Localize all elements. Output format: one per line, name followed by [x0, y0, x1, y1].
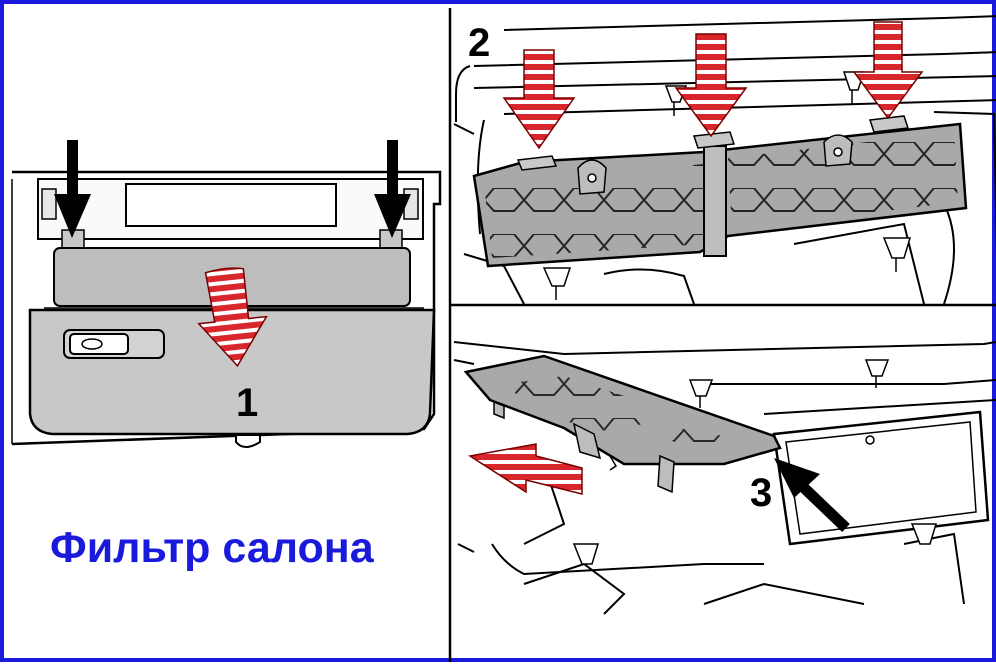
step-number-3: 3 [750, 471, 772, 515]
step-number-1: 1 [236, 381, 258, 425]
black-arrow-left [54, 140, 91, 238]
black-arrow-tab [774, 458, 850, 532]
red-arrow-down-right [852, 21, 924, 120]
red-arrow-down-middle [674, 33, 748, 138]
panel-glovebox [11, 140, 442, 448]
red-arrow-down-left [502, 49, 576, 150]
diagram-canvas: 1 2 3 [11, 8, 996, 662]
step-number-2: 2 [468, 21, 490, 65]
panel-filter-removal [453, 341, 996, 615]
glovebox-handle [63, 329, 165, 359]
caption-title: Фильтр салона [50, 524, 374, 572]
panel-filter-cover [453, 15, 996, 305]
red-arrow-pull-left [467, 443, 583, 495]
red-arrow-down-door [197, 267, 268, 368]
black-arrow-right [374, 140, 411, 238]
